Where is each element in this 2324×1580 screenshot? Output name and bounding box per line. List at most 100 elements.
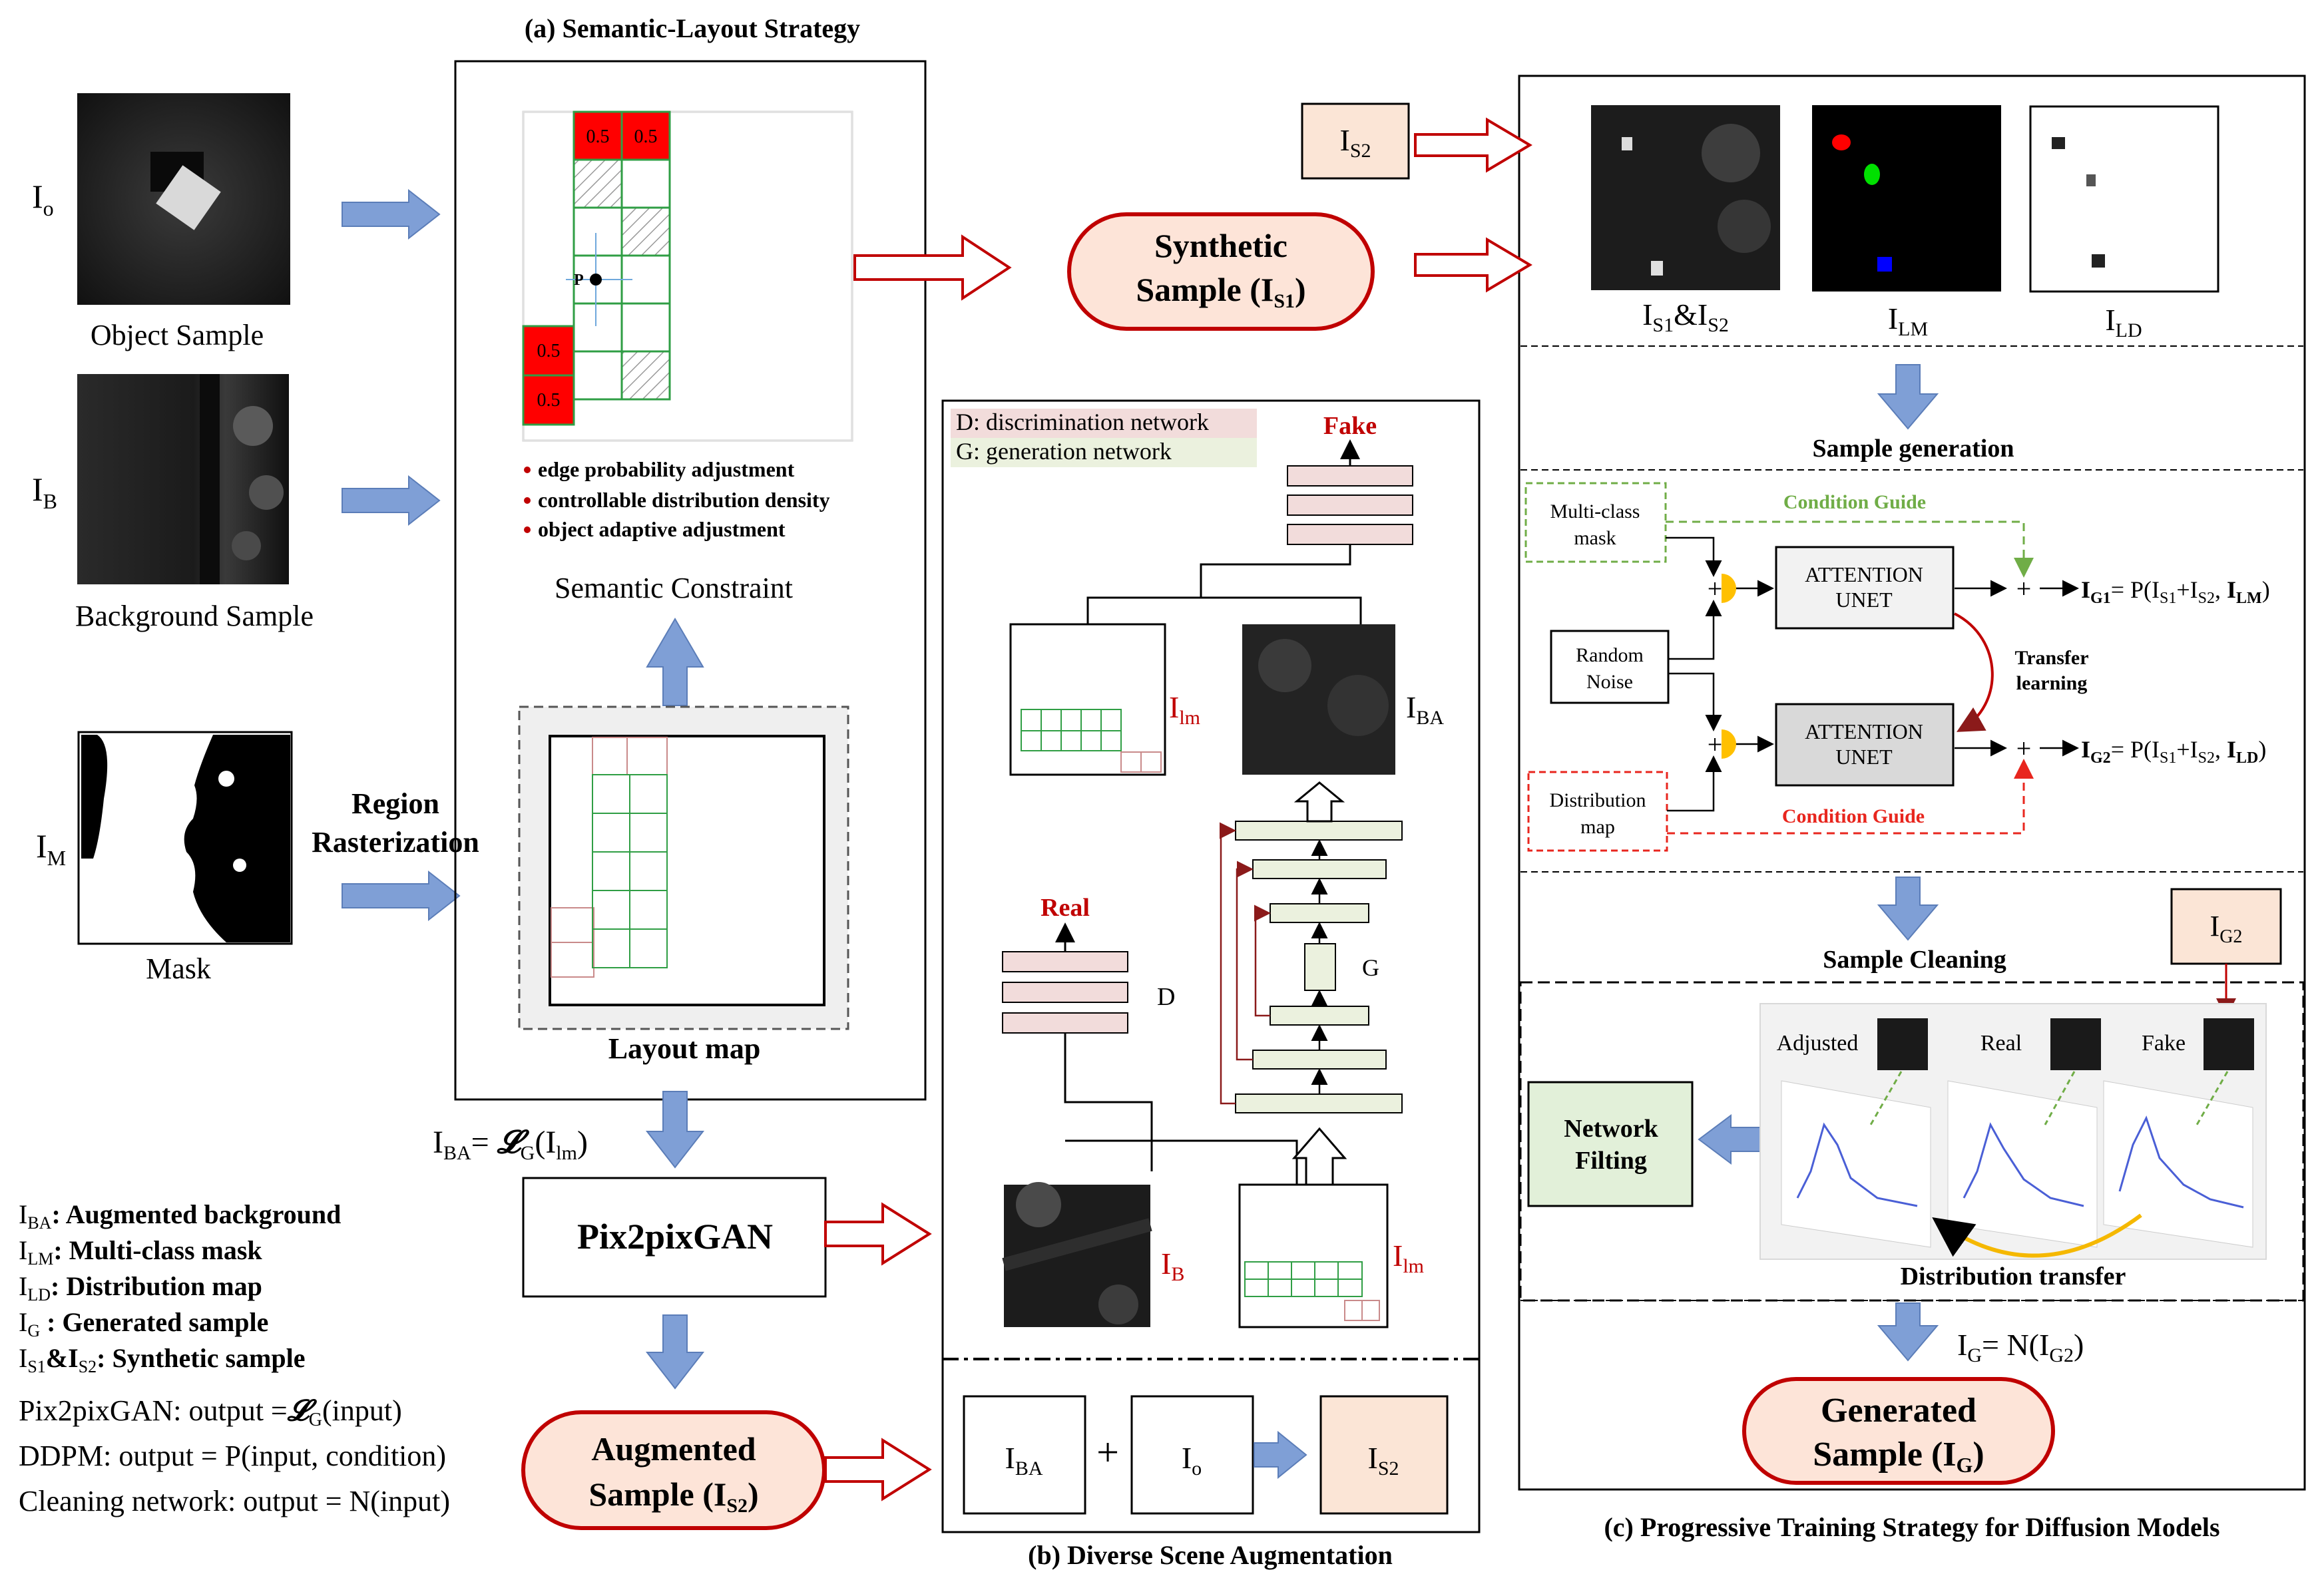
condition-guide-bottom: Condition Guide: [1782, 805, 1925, 827]
adder-bottom: [1722, 729, 1736, 759]
mask-image: [77, 731, 293, 945]
network-line2: Filting: [1575, 1147, 1647, 1175]
bullet-dot: [524, 526, 531, 533]
legend-item-4: IG : Generated sample: [19, 1307, 268, 1340]
synthetic-line2: Sample (IS1): [1136, 271, 1305, 312]
d-connector-top: [1086, 544, 1362, 624]
sum-plus-top: +: [2016, 574, 2032, 604]
pix2pixgan-label: Pix2pixGAN: [577, 1217, 773, 1257]
legend-d: D: discrimination network: [956, 409, 1209, 435]
hollow-arrow-up-iba: [1293, 781, 1345, 823]
eq-iba-box: [963, 1395, 1086, 1515]
bullet-dot: [524, 467, 531, 473]
d-connector-bottom: [1064, 1033, 1298, 1185]
attention-unet-top: [1775, 546, 1955, 630]
d-layer: [1002, 982, 1128, 1003]
arrow-down-pix2pix: [645, 1091, 705, 1169]
object-caption: Object Sample: [91, 319, 264, 351]
section-c-box: [1518, 75, 2306, 1491]
synthetic-line1: Synthetic: [1154, 227, 1287, 264]
cell-value-4: 0.5: [537, 390, 561, 411]
thumb-caption-3: ILD: [2105, 303, 2142, 341]
arrow-to-synthetic: [853, 234, 1012, 301]
is1-is2-thumb: [1591, 105, 1780, 290]
multi-class-line1: Multi-class: [1550, 500, 1640, 522]
transfer-learning-curve: [1954, 612, 1994, 732]
object-sample-image: [77, 93, 290, 305]
ilm-multi-class-thumb: [1812, 105, 2001, 292]
d-layer: [1287, 465, 1413, 487]
mask-label: IM: [36, 827, 66, 870]
adjusted-label: Adjusted: [1777, 1031, 1859, 1056]
condition-guide-green: [1666, 520, 2034, 578]
bullet-3: object adaptive adjustment: [538, 517, 786, 541]
section-a-box: [454, 60, 927, 1101]
fake-label-c: Fake: [2142, 1031, 2186, 1056]
arrow-augmented-to-b: [824, 1438, 932, 1501]
eq-is2: IS2: [1367, 1441, 1399, 1480]
pix2pix-formula: IBA= 𝓛G(Ilm): [433, 1125, 588, 1164]
cell-value-1: 0.5: [586, 126, 610, 147]
object-label: Io: [32, 178, 54, 220]
ilm-thumb-bottom: [1238, 1183, 1389, 1328]
formula-cleaning: Cleaning network: output = N(input): [19, 1485, 450, 1517]
eq-io: Io: [1182, 1441, 1202, 1480]
attention-bottom-line1: ATTENTION: [1805, 719, 1923, 743]
adjusted-thumb: [1877, 1018, 1928, 1070]
formula-ddpm: DDPM: output = P(input, condition): [19, 1440, 446, 1472]
layout-map: [518, 705, 849, 1030]
arrow-mask-to-layout: [342, 870, 461, 922]
region-label-2: Rasterization: [312, 826, 479, 859]
sum-plus-bottom: +: [2016, 733, 2032, 763]
eq-iba: IBA: [1005, 1441, 1043, 1480]
arrow-up-semantic: [646, 618, 704, 706]
cell-value-3: 0.5: [537, 341, 561, 361]
ig2-box-label: IG2: [2210, 910, 2243, 947]
eq-arrow: [1254, 1430, 1307, 1480]
legend-g-bg: [951, 438, 1257, 467]
arrow-object-to-layout: [342, 188, 441, 240]
distribution-line2: map: [1580, 816, 1615, 838]
histogram-plots: [1781, 1071, 2253, 1258]
real-label-c: Real: [1980, 1031, 2022, 1056]
distribution-line1: Distribution: [1549, 789, 1646, 811]
sample-cleaning-label: Sample Cleaning: [1823, 946, 2006, 974]
is2-box: [1301, 102, 1410, 180]
section-c-title: (c) Progressive Training Strategy for Di…: [1604, 1512, 2219, 1542]
g-label: G: [1362, 954, 1379, 981]
generated-sample-pill: [1742, 1377, 2055, 1485]
eq-is2-box: [1319, 1395, 1449, 1515]
sample-generation-label: Sample generation: [1813, 435, 2014, 463]
attention-bottom-line2: UNET: [1835, 745, 1893, 769]
arrow-synthetic-to-c: [1414, 237, 1532, 293]
generated-line2: Sample (IG): [1813, 1436, 1984, 1477]
transfer-line1: Transfer: [2014, 647, 2088, 669]
bullet-2: controllable distribution density: [538, 488, 830, 512]
arrow-is2-to-c: [1414, 117, 1532, 173]
point-label: P: [574, 272, 584, 289]
attention-top-line2: UNET: [1835, 588, 1893, 612]
probability-grid: P: [522, 110, 853, 442]
bullet-1: edge probability adjustment: [538, 457, 795, 481]
hollow-arrow-up-g: [1291, 1127, 1347, 1186]
real-label: Real: [1041, 894, 1090, 922]
arrow-to-network: [1698, 1114, 1761, 1165]
network-line1: Network: [1564, 1115, 1658, 1143]
iba-thumb: [1242, 624, 1395, 775]
section-a-title: (a) Semantic-Layout Strategy: [525, 13, 860, 43]
cleaning-box: [1519, 981, 2305, 1302]
arrow-down-generated: [1877, 1302, 1939, 1362]
random-noise-box: [1550, 630, 1670, 704]
cell-value-2: 0.5: [634, 126, 658, 147]
attention-top-line1: ATTENTION: [1805, 562, 1923, 586]
ig-formula: IG= N(IG2): [1957, 1328, 2084, 1366]
multi-class-line2: mask: [1574, 527, 1616, 549]
d-layer: [1287, 524, 1413, 545]
background-caption: Background Sample: [75, 600, 314, 632]
legend-item-1: IBA: Augmented background: [19, 1199, 341, 1233]
gen-wiring: [1666, 536, 2079, 812]
thumb-caption-2: ILM: [1888, 301, 1928, 340]
condition-guide-red: [1667, 759, 2034, 835]
